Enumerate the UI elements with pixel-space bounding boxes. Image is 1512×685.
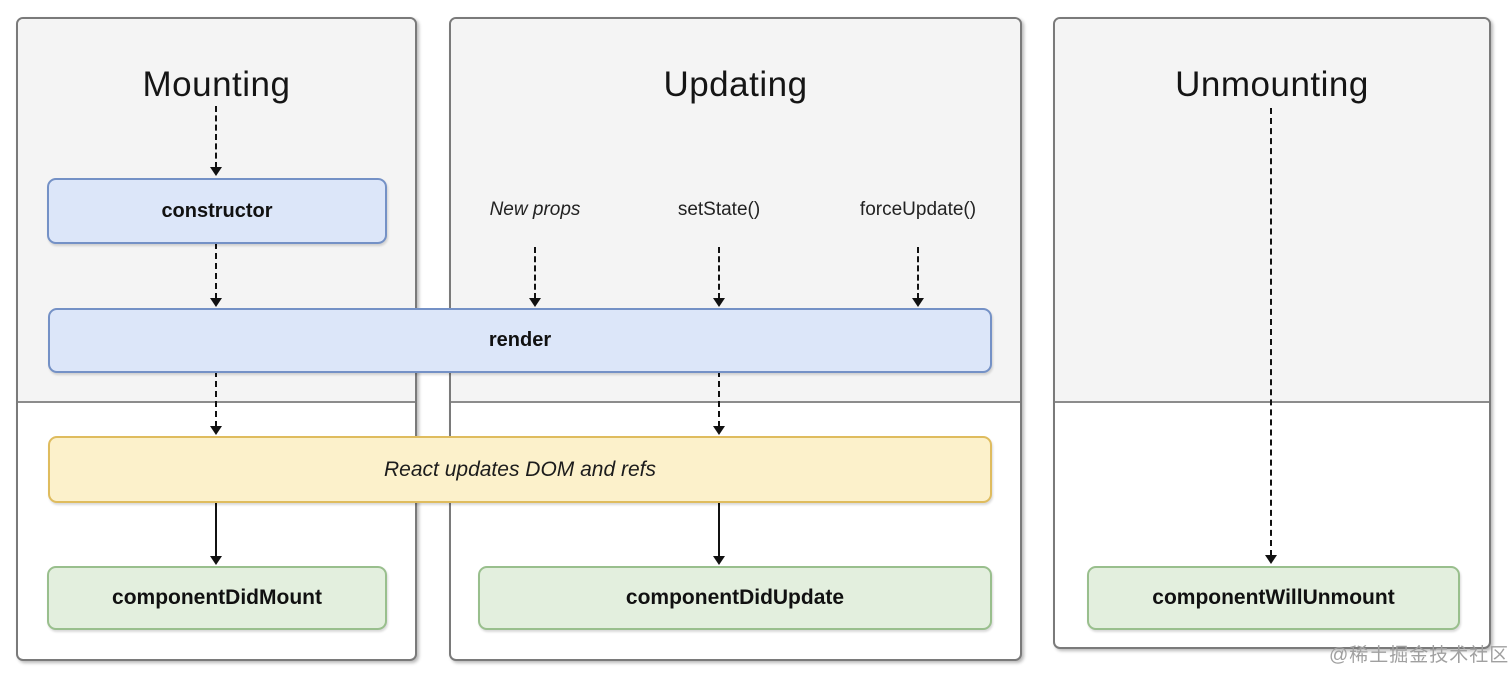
panel-mounting-title: Mounting [142, 65, 291, 104]
panel-unmounting-render-phase-area [1055, 19, 1489, 403]
arrow-shaft [215, 371, 217, 427]
arrow-shaft [215, 106, 217, 168]
arrow-shaft [917, 247, 919, 299]
arrow-shaft [718, 371, 720, 427]
arrowhead-icon [1265, 555, 1277, 564]
node-component-will-unmount: componentWillUnmount [1087, 566, 1460, 630]
arrow-shaft [534, 247, 536, 299]
panel-unmounting-title: Unmounting [1175, 65, 1369, 104]
arrowhead-icon [210, 298, 222, 307]
node-react-updates-dom-and-refs: React updates DOM and refs [48, 436, 992, 503]
arrowhead-icon [210, 426, 222, 435]
arrowhead-icon [912, 298, 924, 307]
node-constructor: constructor [47, 178, 387, 244]
panel-unmounting: Unmounting [1053, 17, 1491, 649]
arrow-shaft [215, 501, 217, 557]
node-component-did-mount: componentDidMount [47, 566, 387, 630]
arrowhead-icon [210, 167, 222, 176]
panel-updating-title: Updating [663, 65, 808, 104]
arrow-shaft [215, 243, 217, 299]
label-new-props: New props [489, 199, 581, 220]
arrowhead-icon [529, 298, 541, 307]
label-force-update: forceUpdate() [859, 199, 977, 220]
arrow-shaft [1270, 108, 1272, 556]
arrow-shaft [718, 247, 720, 299]
arrowhead-icon [713, 556, 725, 565]
node-component-did-update: componentDidUpdate [478, 566, 992, 630]
arrow-shaft [718, 501, 720, 557]
node-render: render [48, 308, 992, 373]
arrowhead-icon [713, 298, 725, 307]
label-set-state: setState() [677, 199, 761, 220]
arrowhead-icon [210, 556, 222, 565]
arrowhead-icon [713, 426, 725, 435]
watermark-juejin-community: @稀土掘金技术社区 [1329, 645, 1510, 666]
